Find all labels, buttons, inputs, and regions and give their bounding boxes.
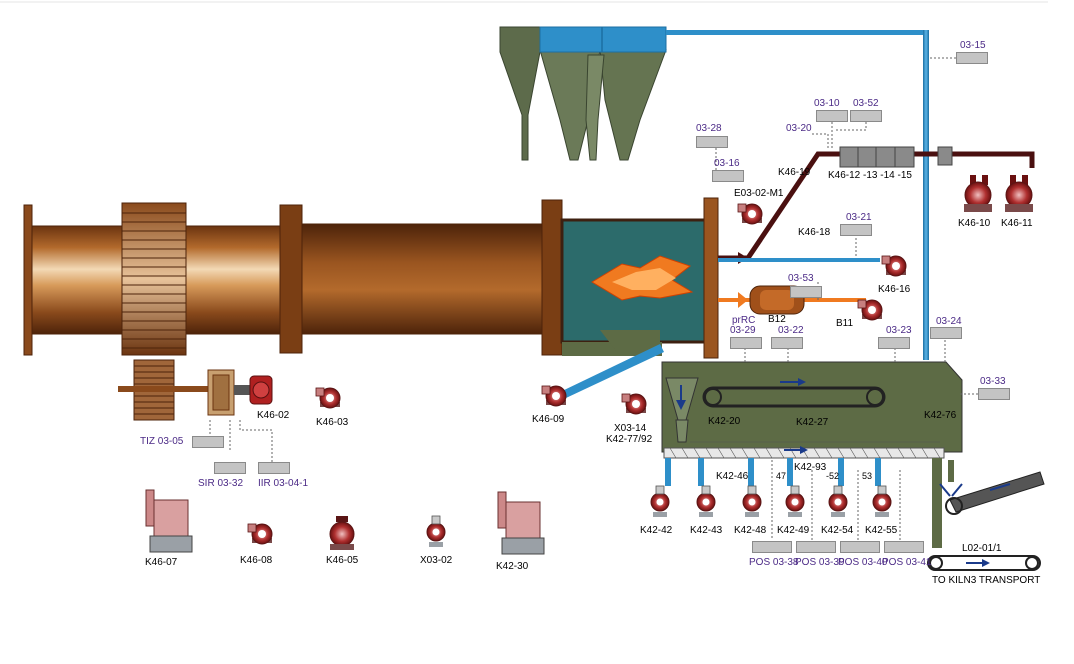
label-e03-02-m1: E03-02-M1 xyxy=(734,188,784,199)
value-box-pos-03-40[interactable] xyxy=(840,541,880,553)
compressor-icon xyxy=(964,175,1033,212)
label-k42-54: K42-54 xyxy=(821,525,854,536)
tag-03-20: 03-20 xyxy=(786,123,812,134)
label-k46-09: K46-09 xyxy=(532,414,565,425)
label-k42-30: K42-30 xyxy=(496,561,529,572)
cyclone-icon xyxy=(499,26,667,161)
value-box-03-04-1[interactable] xyxy=(258,462,290,474)
label-x03-14: X03-14 xyxy=(614,423,647,434)
label-l02-01-1: L02-01/1 xyxy=(962,543,1002,554)
tag-pos-03-38: POS 03-38 xyxy=(749,557,799,568)
value-box-03-24[interactable] xyxy=(930,327,962,339)
tag-prrc: prRC xyxy=(732,315,756,326)
value-box-03-23[interactable] xyxy=(878,337,910,349)
value-box-03-32[interactable] xyxy=(214,462,246,474)
tag-03-29: 03-29 xyxy=(730,325,756,336)
value-box-03-53[interactable] xyxy=(790,286,822,298)
air-duct xyxy=(666,30,929,360)
label-k42-43: K42-43 xyxy=(690,525,723,536)
label-k42-27: K42-27 xyxy=(796,417,829,428)
tag-03-10: 03-10 xyxy=(814,98,840,109)
label-to-kiln3-transport: TO KILN3 TRANSPORT xyxy=(932,575,1041,586)
value-box-03-05[interactable] xyxy=(192,436,224,448)
pipe-number-53: 53 xyxy=(862,471,873,481)
value-box-03-10[interactable] xyxy=(816,110,848,122)
label-k42-49: K42-49 xyxy=(777,525,810,536)
value-box-03-28[interactable] xyxy=(696,136,728,148)
tag-sir-03-32: SIR 03-32 xyxy=(198,478,244,489)
label-k46-16: K46-16 xyxy=(878,284,911,295)
conveyor-icon xyxy=(927,458,1045,571)
value-box-03-22[interactable] xyxy=(771,337,803,349)
clinker-cooler xyxy=(661,361,963,459)
tag-03-15: 03-15 xyxy=(960,40,986,51)
pipe-number-47: 47 xyxy=(776,471,787,481)
value-box-pos-03-39[interactable] xyxy=(796,541,836,553)
label-k42-93: K42-93 xyxy=(794,462,827,473)
value-box-03-16[interactable] xyxy=(712,170,744,182)
label-k42-77-92: K42-77/92 xyxy=(606,434,653,445)
tag-pos-03-40: POS 03-40 xyxy=(838,557,888,568)
label-k46-10: K46-10 xyxy=(958,218,991,229)
label-k46-03: K46-03 xyxy=(316,417,349,428)
value-box-03-21[interactable] xyxy=(840,224,872,236)
fan-pump-icon xyxy=(247,203,907,550)
label-k46-08: K46-08 xyxy=(240,555,273,566)
value-box-03-52[interactable] xyxy=(850,110,882,122)
tag-03-28: 03-28 xyxy=(696,123,722,134)
tag-pos-03-41: POS 03-41 xyxy=(882,557,932,568)
pipe-number-52: -52 xyxy=(826,471,840,481)
tag-03-21: 03-21 xyxy=(846,212,872,223)
label-k46-18: K46-18 xyxy=(798,227,831,238)
tag-03-52: 03-52 xyxy=(853,98,879,109)
value-box-pos-03-38[interactable] xyxy=(752,541,792,553)
value-box-03-29[interactable] xyxy=(730,337,762,349)
tag-03-16: 03-16 xyxy=(714,158,740,169)
tag-iir-03-04-1: IIR 03-04-1 xyxy=(258,478,309,489)
label-x03-02: X03-02 xyxy=(420,555,453,566)
motor-icon xyxy=(118,369,273,416)
label-k46-05: K46-05 xyxy=(326,555,359,566)
tag-pos-03-39: POS 03-39 xyxy=(795,557,845,568)
label-b12: B12 xyxy=(768,314,786,325)
label-b11: B11 xyxy=(836,318,854,329)
value-box-03-15[interactable] xyxy=(956,52,988,64)
label-k42-42: K42-42 xyxy=(640,525,673,536)
rotary-kiln xyxy=(23,199,563,421)
tag-03-23: 03-23 xyxy=(886,325,912,336)
label-k46-12-15: K46-12 -13 -14 -15 xyxy=(828,170,912,181)
label-k46-02: K46-02 xyxy=(257,410,290,421)
burner-flame-icon xyxy=(591,255,694,301)
label-k42-46: K42-46 xyxy=(716,471,749,482)
tag-03-53: 03-53 xyxy=(788,273,814,284)
tag-03-22: 03-22 xyxy=(778,325,804,336)
filter-unit-icon xyxy=(145,489,545,555)
label-k42-76: K42-76 xyxy=(924,410,957,421)
label-k42-20: K42-20 xyxy=(708,416,741,427)
label-k46-07: K46-07 xyxy=(145,557,178,568)
tag-tiz-03-05: TIZ 03-05 xyxy=(140,436,184,447)
label-k46-19: K46-19 xyxy=(778,167,811,178)
value-box-03-33[interactable] xyxy=(978,388,1010,400)
label-k46-11: K46-11 xyxy=(1001,218,1033,229)
tag-03-33: 03-33 xyxy=(980,376,1006,387)
value-box-pos-03-41[interactable] xyxy=(884,541,924,553)
label-k42-55: K42-55 xyxy=(865,525,898,536)
tag-03-24: 03-24 xyxy=(936,316,962,327)
label-k42-48: K42-48 xyxy=(734,525,767,536)
